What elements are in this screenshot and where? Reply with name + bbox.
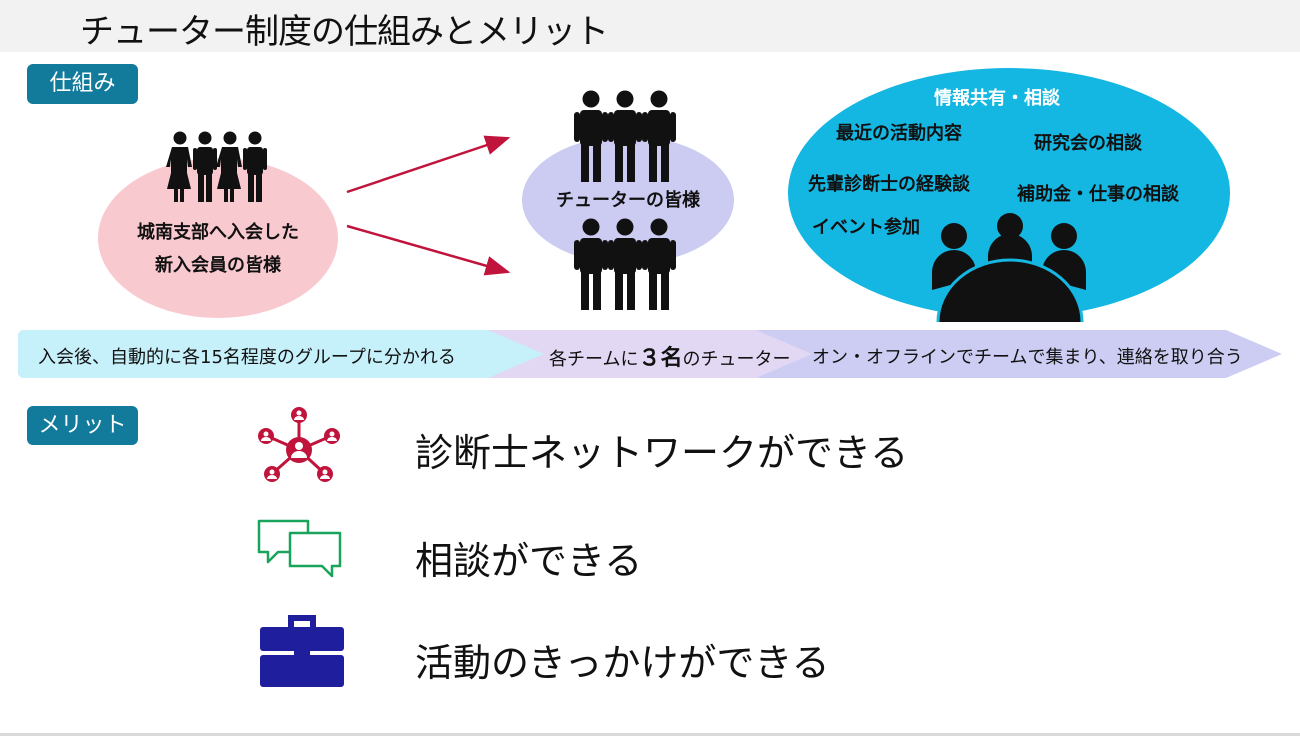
- process-step-2-prefix: 各チームに: [549, 349, 639, 370]
- process-flow-bar: [18, 330, 1282, 378]
- process-step-2-suffix: のチューター: [682, 349, 791, 370]
- title-bar: [0, 0, 1300, 52]
- new-members-label-line1: 城南支部へ入会した: [137, 222, 299, 243]
- tutors-label: チューターの皆様: [556, 190, 700, 211]
- share-topic-study-group: 研究会の相談: [1034, 133, 1142, 154]
- process-step-3-shape: [18, 330, 544, 378]
- process-step-2-text: 各チームに３名のチューター: [549, 340, 790, 372]
- chat-bubbles-icon: [257, 519, 342, 578]
- share-topic-events: イベント参加: [812, 217, 920, 238]
- bottom-divider: [0, 733, 1300, 736]
- new-members-ellipse: [98, 158, 338, 318]
- arrow-lower: [346, 224, 511, 276]
- briefcase-icon: [260, 615, 344, 687]
- merit-network-text: 診断士ネットワークができる: [415, 431, 909, 475]
- process-step-3-text: オン・オフラインでチームで集まり、連絡を取り合う: [812, 347, 1243, 368]
- tutors-people-icon-top: [574, 90, 676, 182]
- page-title: チューター制度の仕組みとメリット: [80, 12, 609, 52]
- share-topic-header: 情報共有・相談: [934, 88, 1060, 109]
- meeting-icon: [932, 213, 1086, 322]
- tutors-people-icon-bottom: [574, 218, 676, 310]
- section-tag-merit: メリット: [27, 406, 138, 445]
- share-topic-senior-experience: 先輩診断士の経験談: [808, 174, 970, 195]
- arrow-upper: [346, 135, 511, 194]
- section-tag-mechanism: 仕組み: [27, 64, 138, 104]
- process-step-1-text: 入会後、自動的に各15名程度のグループに分かれる: [38, 347, 456, 368]
- merit-opportunity-text: 活動のきっかけができる: [415, 641, 830, 685]
- new-members-label: 城南支部へ入会した 新入会員の皆様: [100, 216, 336, 282]
- new-members-people-icon: [166, 131, 267, 202]
- merit-consult-text: 相談ができる: [415, 539, 643, 583]
- process-step-2-strong: ３名: [638, 346, 683, 371]
- network-icon: [258, 407, 340, 482]
- new-members-label-line2: 新入会員の皆様: [155, 255, 281, 276]
- share-topic-recent-activity: 最近の活動内容: [836, 123, 962, 144]
- share-topic-subsidy-work: 補助金・仕事の相談: [1017, 184, 1179, 205]
